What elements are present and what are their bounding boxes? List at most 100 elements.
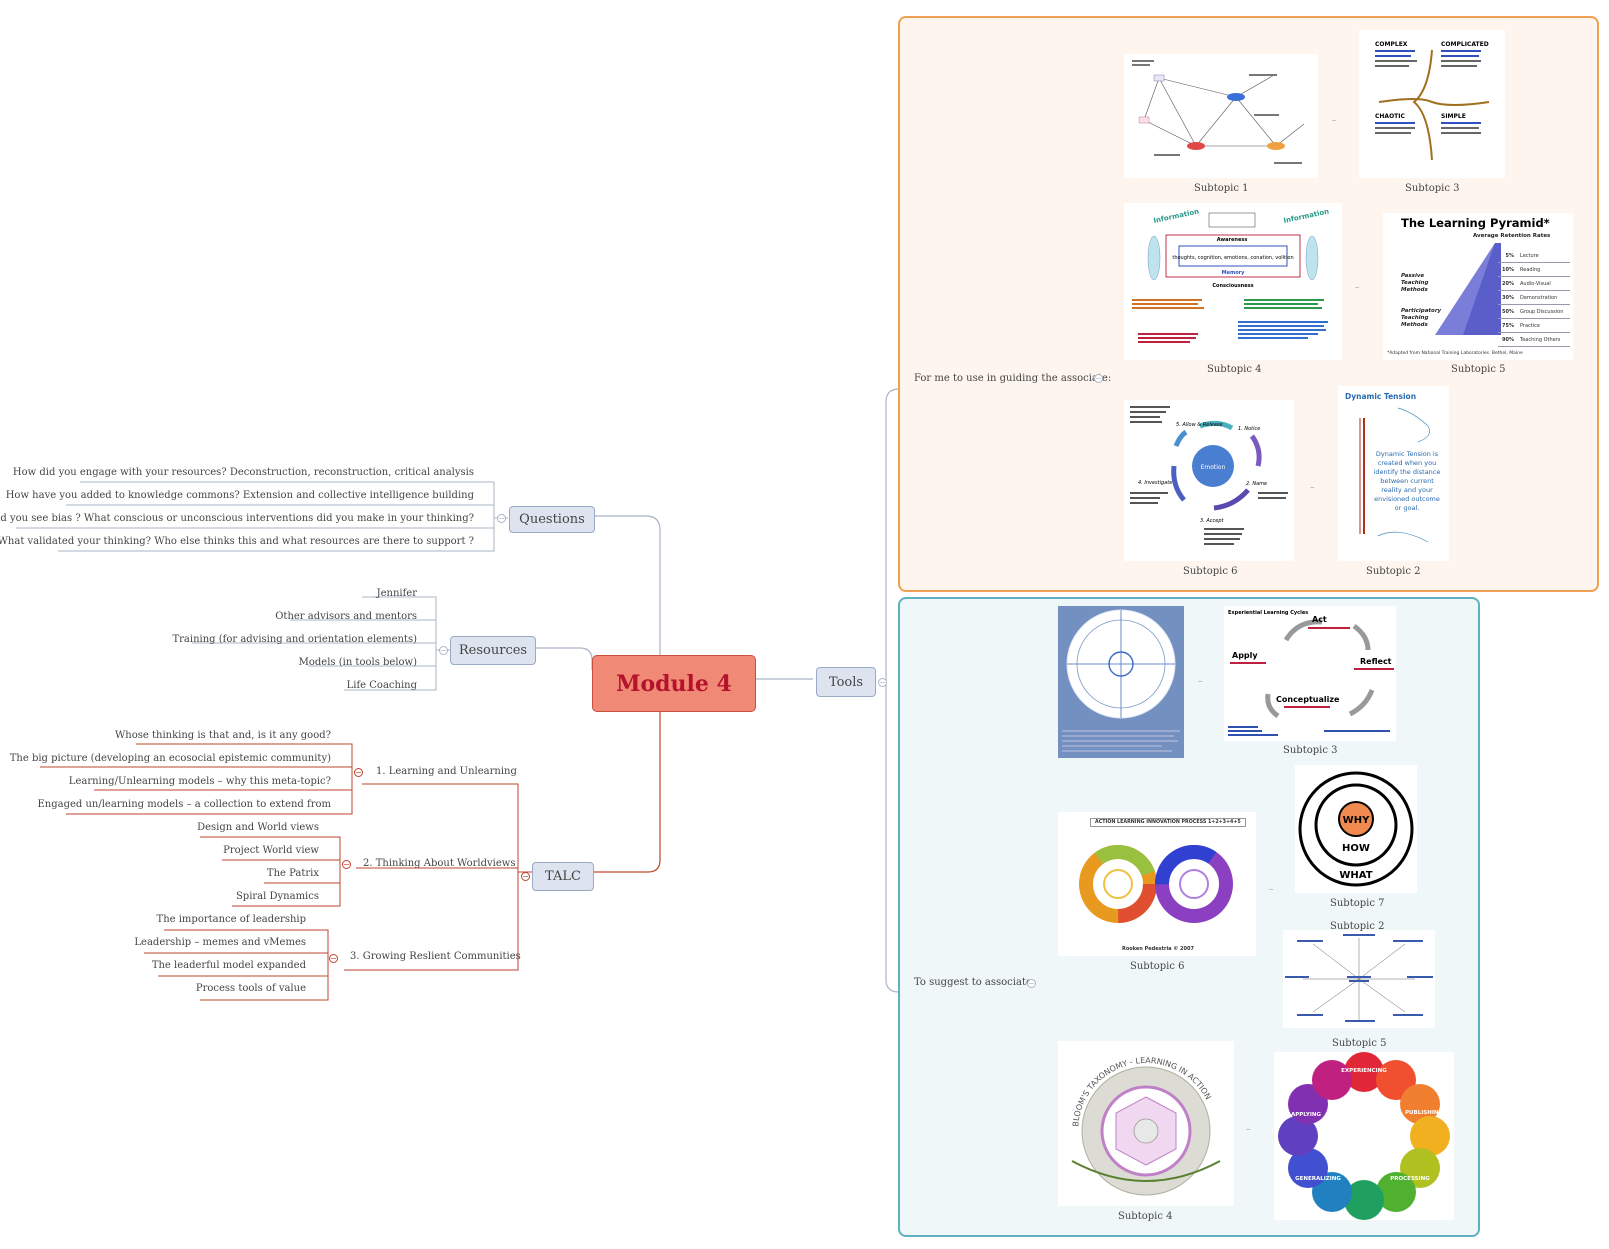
pyramid-subtitle: Average Retention Rates [1473, 233, 1551, 239]
awareness-info-left: Information [1153, 207, 1200, 224]
talc-item[interactable]: Whose thinking is that and, is it any go… [115, 730, 331, 741]
awareness-center: thoughts, cognition, emotions, conation,… [1172, 255, 1293, 261]
resource-item[interactable]: Training (for advising and orientation e… [172, 634, 417, 645]
talc-item[interactable]: The leaderful model expanded [151, 960, 306, 971]
resource-item[interactable]: Life Coaching [346, 680, 417, 691]
pyramid-row: 30%Demonstration [1498, 291, 1570, 305]
awareness-consciousness: Consciousness [1212, 283, 1253, 289]
subtopic-image-radial-pathway[interactable] [1283, 930, 1435, 1028]
subtopic-caption: Subtopic 1 [1194, 183, 1249, 194]
central-topic[interactable]: Module 4 [592, 655, 756, 712]
talc-group-worldviews[interactable]: 2. Thinking About Worldviews [363, 858, 516, 869]
subtopic-image-bloom-taxonomy[interactable]: BLOOM'S TAXONOMY - LEARNING IN ACTION [1058, 1041, 1234, 1206]
awareness-label: Awareness [1217, 237, 1248, 243]
subtopic-image-learning-wheel[interactable] [1058, 606, 1184, 758]
talc-item[interactable]: The big picture (developing an ecosocial… [9, 753, 331, 764]
tools-guiding-label[interactable]: For me to use in guiding the associate: [914, 373, 1112, 384]
pyramid-row: 90% Teaching Others [1498, 333, 1570, 347]
pyramid-row-pct: 10% [1502, 266, 1514, 273]
talc-item[interactable]: Learning/Unlearning models – why this me… [68, 776, 331, 787]
questions-collapse-toggle[interactable]: − [497, 514, 506, 523]
kolb-title: Experiential Learning Cycles [1228, 610, 1308, 616]
subtopic-caption: Subtopic 2 [1330, 921, 1385, 932]
pyramid-row: 50% Group Discussion [1498, 305, 1570, 319]
resources-collapse-toggle[interactable]: − [439, 646, 448, 655]
subtopic-image-awareness[interactable]: Information Information Awareness though… [1124, 203, 1342, 360]
subtopic-caption: Subtopic 6 [1183, 566, 1238, 577]
emotion-step-name: 2. Name [1246, 481, 1267, 487]
subtopic-image-network[interactable] [1124, 54, 1318, 178]
talc-item[interactable]: Leadership – memes and vMemes [134, 937, 306, 948]
connector-dash: – [1269, 885, 1274, 895]
connector-dash: – [1198, 677, 1203, 687]
tools-guiding-toggle[interactable]: − [1094, 374, 1103, 383]
tension-body: Dynamic Tension is created when you iden… [1373, 450, 1441, 512]
golden-what: WHAT [1339, 870, 1372, 881]
pyramid-row-label: Demonstration [1520, 294, 1558, 301]
cynefin-chaotic: CHAOTIC [1375, 113, 1405, 120]
talc-item[interactable]: The Patrix [266, 868, 319, 879]
talc-group-3-toggle[interactable]: − [329, 954, 338, 963]
subtopic-image-dynamic-tension[interactable]: Dynamic Tension Dynamic Tension is creat… [1338, 386, 1449, 561]
talc-item[interactable]: Spiral Dynamics [235, 891, 319, 902]
talc-group-resilient-communities[interactable]: 3. Growing Reslient Communities [350, 951, 521, 962]
resource-item[interactable]: Other advisors and mentors [275, 611, 417, 622]
talc-item[interactable]: Project World view [223, 845, 319, 856]
tools-collapse-toggle[interactable]: − [878, 678, 887, 687]
golden-why: WHY [1343, 815, 1370, 826]
cycle-processing: PROCESSING [1390, 1176, 1430, 1182]
connector-dash: – [1332, 116, 1337, 126]
kolb-conceptualize: Conceptualize [1276, 695, 1340, 704]
talc-group-1-toggle[interactable]: − [354, 768, 363, 777]
subtopic-image-emotion-cycle[interactable]: Emotion 1. Notice 2. Name 3. Accept 4. I… [1124, 400, 1294, 561]
tools-node[interactable]: Tools [816, 667, 876, 697]
subtopic-caption: Subtopic 4 [1118, 1211, 1173, 1222]
talc-item[interactable]: Design and World views [197, 822, 319, 833]
talc-group-2-toggle[interactable]: − [342, 860, 351, 869]
subtopic-image-action-learning[interactable]: ACTION LEARNING INNOVATION PROCESS 1+2+3… [1058, 812, 1256, 956]
emotion-step-release: 5. Allow & Release [1176, 422, 1223, 428]
pyramid-passive: Passive Teaching Methods [1401, 273, 1429, 293]
awareness-info-right: Information [1283, 207, 1330, 224]
subtopic-image-learning-pyramid[interactable]: The Learning Pyramid* Average Retention … [1383, 213, 1573, 360]
pyramid-row-pct: 50% [1502, 308, 1514, 315]
connector-dash: – [1355, 283, 1360, 293]
pyramid-note: *Adapted from National Training Laborato… [1387, 351, 1523, 356]
talc-collapse-toggle[interactable]: − [521, 872, 530, 881]
pyramid-row: 5%Lecture [1498, 249, 1570, 263]
kolb-act: Act [1312, 615, 1327, 624]
tools-suggest-label[interactable]: To suggest to associate: [914, 977, 1036, 988]
talc-item[interactable]: Engaged un/learning models – a collectio… [37, 799, 331, 810]
pyramid-row-label: Audio-Visual [1520, 280, 1551, 287]
subtopic-caption: Subtopic 5 [1332, 1038, 1387, 1049]
resource-item[interactable]: Jennifer [376, 588, 417, 599]
infinity-header: ACTION LEARNING INNOVATION PROCESS 1+2+3… [1090, 818, 1246, 827]
pyramid-row-label: Teaching Others [1520, 336, 1561, 343]
question-item[interactable]: Where did you see bias ? What conscious … [0, 513, 474, 524]
talc-item[interactable]: The importance of leadership [156, 914, 306, 925]
resource-item[interactable]: Models (in tools below) [298, 657, 417, 668]
pyramid-row-label: Group Discussion [1520, 308, 1564, 315]
question-item[interactable]: How did you engage with your resources? … [12, 467, 474, 478]
subtopic-caption: Subtopic 2 [1366, 566, 1421, 577]
resources-node[interactable]: Resources [450, 636, 536, 665]
subtopic-caption: Subtopic 3 [1405, 183, 1460, 194]
subtopic-image-experiential-cycle[interactable]: Experiential Learning Cycles Act Reflect… [1224, 606, 1396, 741]
subtopic-image-experiential-learning-petals[interactable]: EXPERIENCING PUBLISHING PROCESSING GENER… [1274, 1052, 1454, 1220]
subtopic-caption: Subtopic 6 [1130, 961, 1185, 972]
tools-suggest-toggle[interactable]: − [1027, 979, 1036, 988]
pyramid-row-pct: 90% [1502, 336, 1514, 343]
subtopic-caption: Subtopic 7 [1330, 898, 1385, 909]
emotion-step-investigate: 4. Investigate [1138, 480, 1172, 486]
pyramid-participatory: Participatory Teaching Methods [1401, 308, 1442, 328]
talc-node[interactable]: TALC [532, 862, 594, 891]
pyramid-row: 10%Reading [1498, 263, 1570, 277]
talc-item[interactable]: Process tools of value [195, 983, 306, 994]
question-item[interactable]: What validated your thinking? Who else t… [0, 536, 474, 547]
subtopic-image-cynefin[interactable]: COMPLEX COMPLICATED CHAOTIC SIMPLE [1359, 30, 1505, 178]
questions-node[interactable]: Questions [509, 506, 595, 533]
talc-group-learning-unlearning[interactable]: 1. Learning and Unlearning [376, 766, 517, 777]
question-item[interactable]: How have you added to knowledge commons?… [5, 490, 474, 501]
subtopic-image-golden-circle[interactable]: WHY HOW WHAT [1295, 765, 1417, 893]
